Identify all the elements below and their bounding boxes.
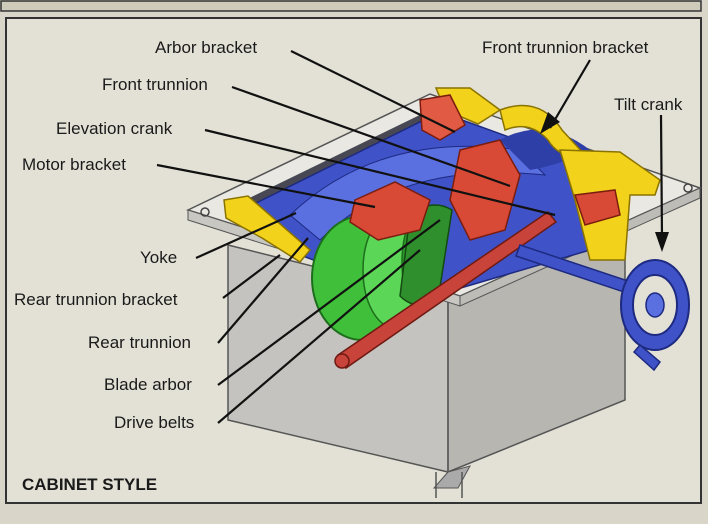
leader-yoke [195,211,297,260]
leader-rear-trunnion-bracket [222,254,281,299]
label-blade-arbor: Blade arbor [104,375,192,394]
leader-blade-arbor [217,219,441,386]
leader-elevation-crank [204,128,556,217]
leader-lines [156,50,669,424]
diagram-title: CABINET STYLE [22,475,157,494]
label-yoke: Yoke [140,248,177,267]
label-rear-trunnion-bracket: Rear trunnion bracket [14,290,178,309]
leader-tilt-crank [659,114,664,239]
top-strip [0,0,702,12]
label-tilt-crank: Tilt crank [614,95,683,114]
leader-arbor-bracket [290,50,456,133]
elevation-shaft [334,210,558,370]
leader-front-trunnion [231,85,511,188]
label-front-trunnion: Front trunnion [102,75,208,94]
leader-rear-trunnion [217,237,309,344]
cabinet [227,230,626,498]
tilt-crank [515,244,690,372]
label-rear-trunnion: Rear trunnion [88,333,191,352]
label-arbor-bracket: Arbor bracket [155,38,257,57]
leader-motor-bracket [156,163,376,209]
label-motor-bracket: Motor bracket [22,155,126,174]
label-drive-belts: Drive belts [114,413,194,432]
arrowhead-tilt-crank [655,232,669,252]
label-front-trunnion-bracket: Front trunnion bracket [482,38,649,57]
leader-front-trunnion-bracket [549,59,591,129]
leader-drive-belts [217,249,421,424]
red-brackets [349,94,621,241]
label-elevation-crank: Elevation crank [56,119,173,138]
arrowhead-front-trunnion-bracket [540,112,560,134]
